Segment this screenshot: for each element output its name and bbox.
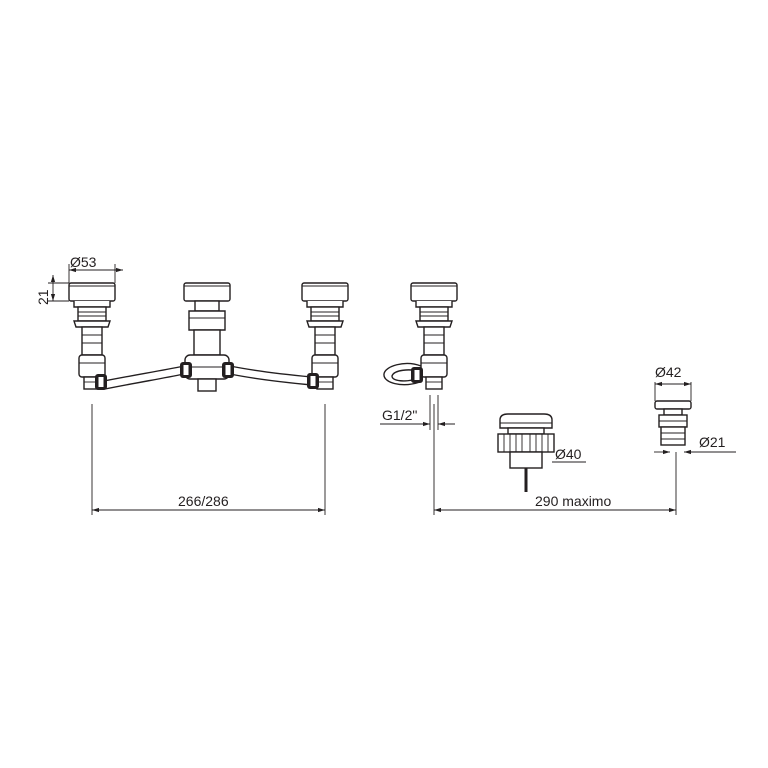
- max-distance-dimension: 290 maximo: [433, 404, 677, 515]
- popup-waste: Ø40: [497, 413, 586, 492]
- handle-height-dimension: 21: [35, 275, 69, 305]
- faucet-assembly-three-hole: Ø53 21 266/286: [35, 254, 349, 515]
- valve-side-view: G1/2": [380, 282, 458, 430]
- overflow-pipe-label: Ø21: [699, 434, 726, 450]
- waste-diameter-dimension: Ø40: [552, 446, 586, 463]
- waste-diameter-label: Ø40: [555, 446, 582, 462]
- connection-hoses: [95, 362, 319, 390]
- thread-dimension: G1/2": [380, 395, 455, 430]
- overflow-diameter-dimension: Ø42: [654, 364, 692, 401]
- max-distance-label: 290 maximo: [535, 493, 611, 509]
- spacing-label: 266/286: [178, 493, 229, 509]
- thread-label: G1/2": [382, 407, 417, 423]
- handle-diameter-dimension: Ø53: [68, 254, 123, 283]
- spacing-dimension: 266/286: [91, 404, 326, 515]
- overflow-diameter-label: Ø42: [655, 364, 682, 380]
- overflow-fitting: Ø42 Ø21: [654, 364, 736, 455]
- overflow-pipe-dimension: Ø21: [654, 434, 736, 455]
- central-spout-body: [183, 282, 231, 392]
- handle-height-label: 21: [35, 289, 51, 305]
- handle-diameter-label: Ø53: [70, 254, 97, 270]
- left-valve: [68, 282, 116, 390]
- right-valve: [301, 282, 349, 390]
